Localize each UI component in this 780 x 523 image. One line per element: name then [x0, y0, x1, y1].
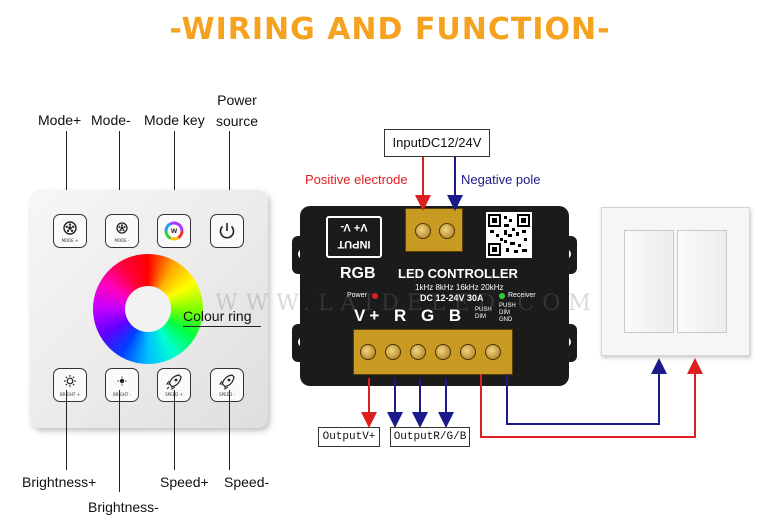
- leader-line-mode-plus: [66, 131, 67, 217]
- leader-line-mode-minus: [119, 131, 120, 217]
- mode-plus-button[interactable]: MODE +: [53, 214, 87, 248]
- leader-line-mode-key: [174, 131, 175, 217]
- qr-code: [486, 212, 532, 258]
- mode-icon: [63, 221, 77, 235]
- label-colour-ring: Colour ring: [183, 308, 252, 324]
- power-button[interactable]: [210, 214, 244, 248]
- output-v-box: OutputV+: [318, 427, 380, 447]
- label-brightness-plus: Brightness+: [22, 474, 97, 490]
- model-text: LED CONTROLLER: [398, 266, 518, 281]
- input-terminal: [405, 208, 463, 252]
- input-voltage-box: InputDC12/24V: [384, 129, 490, 157]
- label-brightness-minus: Brightness-: [88, 499, 159, 515]
- colour-ring[interactable]: [93, 254, 203, 364]
- watermark: WWW.LAIDELED.COM: [215, 291, 599, 316]
- page-title: -WIRING AND FUNCTION-: [169, 12, 611, 47]
- label-speed-minus: Speed-: [224, 474, 270, 490]
- mode-minus-button[interactable]: MODE -: [105, 214, 139, 248]
- push-dim-label: PUSH DIM: [475, 307, 492, 320]
- output-rgb-box: OutputR/G/B: [390, 427, 470, 447]
- speed-minus-caption: SPEED -: [219, 392, 235, 397]
- rocket-icon: [219, 374, 235, 390]
- brightness-plus-button[interactable]: BRIGHT +: [53, 368, 87, 402]
- output-terminal: [353, 329, 513, 375]
- speed-plus-button[interactable]: SPEED +: [157, 368, 191, 402]
- mode-minus-caption: MODE -: [114, 238, 130, 243]
- gnd-wire: [506, 358, 667, 425]
- push-dim-wire: [480, 358, 703, 438]
- brightness-plus-caption: BRIGHT +: [60, 392, 80, 397]
- output-screw-push: [460, 344, 476, 360]
- switch-rocker-right[interactable]: [677, 230, 727, 333]
- leader-line-colour-ring: [183, 326, 261, 327]
- speed-minus-button[interactable]: SPEED -: [210, 368, 244, 402]
- power-led-label: Power: [347, 292, 367, 299]
- label-positive-electrode: Positive electrode: [305, 172, 408, 187]
- label-power-source: Power source: [215, 92, 259, 129]
- input-screw-negative: [439, 223, 455, 239]
- output-screw-b: [435, 344, 451, 360]
- mode-key-caption: W: [170, 228, 178, 235]
- leader-line-brightness-minus: [119, 390, 120, 492]
- controller-body: V+ V- INPUT RGB LED CONTROLLER 1kHz 8kHz…: [300, 206, 569, 386]
- output-screw-v: [360, 344, 376, 360]
- led-controller: V+ V- INPUT RGB LED CONTROLLER 1kHz 8kHz…: [292, 206, 577, 386]
- leader-line-speed-minus: [229, 390, 230, 470]
- wall-switch: [601, 207, 750, 356]
- switch-rocker-left[interactable]: [624, 230, 674, 333]
- mode-plus-caption: MODE +: [61, 238, 79, 243]
- colour-ring-center: [125, 286, 171, 332]
- power-led: [372, 293, 378, 299]
- rocket-icon: [166, 374, 182, 390]
- output-screw-g: [410, 344, 426, 360]
- label-mode-key: Mode key: [144, 112, 205, 128]
- output-screw-gnd: [485, 344, 501, 360]
- rgb-text: RGB: [340, 265, 376, 282]
- input-screw-positive: [415, 223, 431, 239]
- label-mode-minus: Mode-: [91, 112, 131, 128]
- leader-line-brightness-plus: [66, 390, 67, 470]
- output-screw-r: [385, 344, 401, 360]
- mode-key-button[interactable]: W: [157, 214, 191, 248]
- receiver-led: [499, 293, 505, 299]
- push-dim-gnd-label: PUSH DIM GND: [499, 303, 516, 323]
- sun-large-icon: [64, 375, 76, 387]
- label-speed-plus: Speed+: [160, 474, 209, 490]
- frequency-text: 1kHz 8kHz 16kHz 20kHz: [415, 283, 504, 292]
- brightness-minus-caption: BRIGHT -: [113, 392, 131, 397]
- rating-text: DC 12-24V 30A: [420, 293, 484, 303]
- label-mode-plus: Mode+: [38, 112, 82, 128]
- power-icon: [219, 223, 235, 239]
- mode-icon: [116, 222, 128, 234]
- input-marking: V+ V- INPUT: [326, 216, 382, 258]
- color-wheel-icon: [164, 221, 184, 241]
- leader-line-power: [229, 131, 230, 217]
- touch-panel: MODE + MODE - W BRIGHT +: [30, 190, 268, 428]
- sun-small-icon: [117, 376, 127, 386]
- channel-markings: V+ R G B: [354, 306, 466, 325]
- label-negative-pole: Negative pole: [461, 172, 541, 187]
- receiver-led-label: Receiver: [508, 292, 536, 299]
- leader-line-speed-plus: [174, 390, 175, 470]
- brightness-minus-button[interactable]: BRIGHT -: [105, 368, 139, 402]
